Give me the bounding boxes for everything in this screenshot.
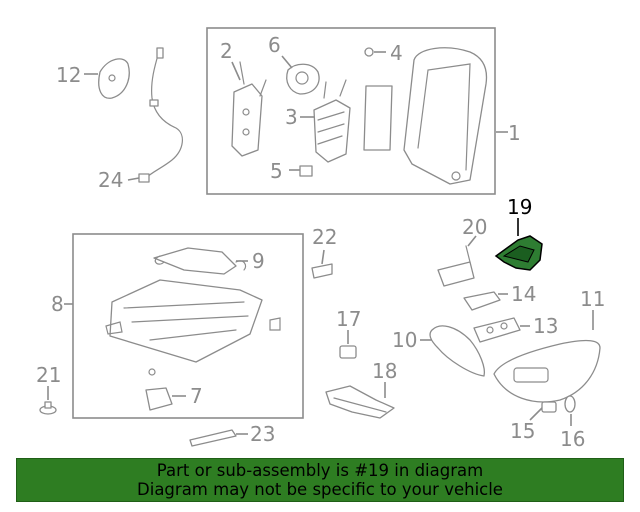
part-24[interactable] (138, 47, 183, 183)
callout-19: 19 (507, 195, 532, 219)
callout-16: 16 (560, 427, 585, 451)
callout-5: 5 (270, 159, 283, 183)
part-21[interactable] (39, 401, 57, 415)
part-23[interactable] (189, 429, 237, 447)
part-16[interactable] (564, 395, 576, 413)
leader-22 (321, 249, 325, 265)
callout-2: 2 (220, 39, 233, 63)
part-6[interactable] (286, 63, 320, 95)
callout-17: 17 (336, 307, 361, 331)
callout-6: 6 (268, 33, 281, 57)
part-8[interactable] (105, 279, 281, 363)
part-11[interactable] (493, 339, 601, 403)
part-3[interactable] (313, 79, 351, 163)
part-18[interactable] (325, 385, 395, 419)
callout-3: 3 (285, 105, 298, 129)
callout-11: 11 (580, 287, 605, 311)
seatback-group-box (206, 27, 496, 195)
part-4[interactable] (364, 47, 374, 57)
callout-8: 8 (51, 292, 64, 316)
callout-14: 14 (511, 282, 536, 306)
seat-frame-group-box (72, 233, 304, 419)
part-1[interactable] (403, 47, 488, 185)
leader-20 (467, 235, 477, 247)
part-5[interactable] (299, 165, 313, 177)
banner-line-1: Part or sub-assembly is #19 in diagram (156, 461, 484, 480)
part-17[interactable] (339, 345, 357, 359)
callout-23: 23 (250, 422, 275, 446)
leader-2 (231, 61, 241, 81)
part-19[interactable] (494, 235, 543, 271)
callout-15: 15 (510, 419, 535, 443)
callout-13: 13 (533, 314, 558, 338)
callout-7: 7 (190, 384, 203, 408)
part-13[interactable] (473, 317, 521, 343)
part-20[interactable] (437, 245, 475, 287)
callout-4: 4 (390, 41, 403, 65)
part-10[interactable] (429, 325, 486, 377)
leader-6 (281, 55, 293, 69)
callout-1: 1 (508, 121, 521, 145)
part-12[interactable] (98, 58, 130, 99)
callout-20: 20 (462, 215, 487, 239)
banner-line-2: Diagram may not be specific to your vehi… (137, 480, 503, 499)
leader-15 (529, 407, 543, 421)
part-14[interactable] (463, 291, 501, 311)
part-15[interactable] (541, 401, 557, 413)
callout-12: 12 (56, 63, 81, 87)
leader-24 (127, 177, 140, 181)
seatback-pad[interactable] (363, 85, 393, 151)
callout-24: 24 (98, 168, 123, 192)
callout-18: 18 (372, 359, 397, 383)
info-banner: Part or sub-assembly is #19 in diagram D… (16, 458, 624, 502)
part-2[interactable] (231, 61, 267, 157)
callout-21: 21 (36, 363, 61, 387)
part-22[interactable] (311, 263, 333, 279)
part-9[interactable] (153, 247, 247, 275)
callout-22: 22 (312, 225, 337, 249)
part-7[interactable] (145, 368, 173, 411)
callout-10: 10 (392, 328, 417, 352)
callout-9: 9 (252, 249, 265, 273)
